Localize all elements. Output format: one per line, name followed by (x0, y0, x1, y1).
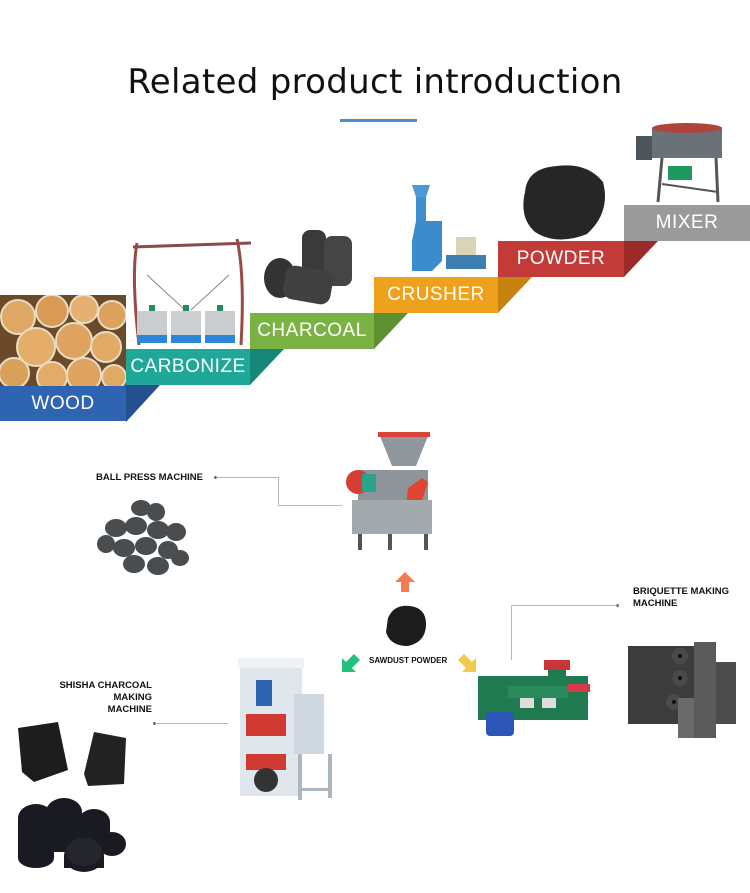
shisha-label-line2: MACHINE (107, 704, 152, 715)
crusher-machine-image (412, 185, 486, 271)
step-mixer-label: MIXER (624, 205, 750, 241)
mixer-machine-image (636, 123, 722, 203)
ball-press-dot (214, 476, 217, 479)
charcoal-tablets-image (18, 798, 126, 872)
arrow-up-icon (395, 572, 415, 592)
briquette-connector-v (511, 605, 512, 660)
arrow-down-left-icon (342, 654, 360, 672)
shisha-machine-image (238, 658, 332, 800)
step-crusher-label: CRUSHER (374, 277, 498, 313)
charcoal-sticks-image (264, 230, 352, 305)
sawdust-powder-label: SAWDUST POWDER (369, 656, 448, 665)
charcoal-cubes-image (18, 722, 126, 786)
arrow-down-right-icon (458, 654, 476, 672)
step-charcoal-label: CHARCOAL (250, 313, 374, 349)
briquette-label-line1: BRIQUETTE MAKING (633, 586, 730, 597)
page-title: Related product introduction (127, 62, 623, 102)
briquette-connector-h (511, 605, 617, 606)
ball-briquettes-image (97, 500, 189, 575)
step-crusher: CRUSHER (374, 277, 498, 313)
shisha-connector-h (155, 723, 228, 724)
step-charcoal: CHARCOAL (250, 313, 374, 349)
briquette-machine-image (478, 660, 590, 736)
step-wood-label: WOOD (0, 386, 126, 421)
shisha-label: SHISHA CHARCOAL MAKING MACHINE (20, 680, 152, 716)
step-carbonize: CARBONIZE (126, 349, 250, 385)
ball-press-label: BALL PRESS MACHINE (96, 472, 203, 483)
ball-press-connector-h1 (216, 477, 278, 478)
briquette-label-line2: MACHINE (633, 598, 678, 609)
shisha-dot (153, 722, 156, 725)
step-mixer: MIXER (624, 205, 750, 241)
step-powder: POWDER (498, 241, 624, 277)
ball-press-connector-v (278, 477, 279, 505)
hex-briquettes-image (628, 642, 736, 738)
briquette-dot (616, 604, 619, 607)
briquette-label: BRIQUETTE MAKING MACHINE (633, 586, 729, 610)
shisha-label-line1: SHISHA CHARCOAL MAKING (59, 680, 152, 703)
sawdust-powder-image (386, 605, 426, 646)
ball-press-connector-h2 (278, 505, 342, 506)
step-charcoal-fold (374, 313, 408, 349)
step-wood-fold (126, 385, 160, 422)
step-powder-fold (624, 241, 658, 277)
step-crusher-fold (498, 277, 532, 313)
wood-logs-image (0, 295, 126, 387)
step-powder-label: POWDER (498, 241, 624, 277)
step-carbonize-label: CARBONIZE (126, 349, 250, 385)
step-wood: WOOD (0, 386, 126, 421)
charcoal-powder-image (523, 165, 605, 240)
title-underline (340, 119, 417, 122)
carbonization-furnace-image (132, 238, 252, 346)
step-carbonize-fold (250, 349, 284, 385)
ball-press-machine-image (346, 432, 432, 550)
